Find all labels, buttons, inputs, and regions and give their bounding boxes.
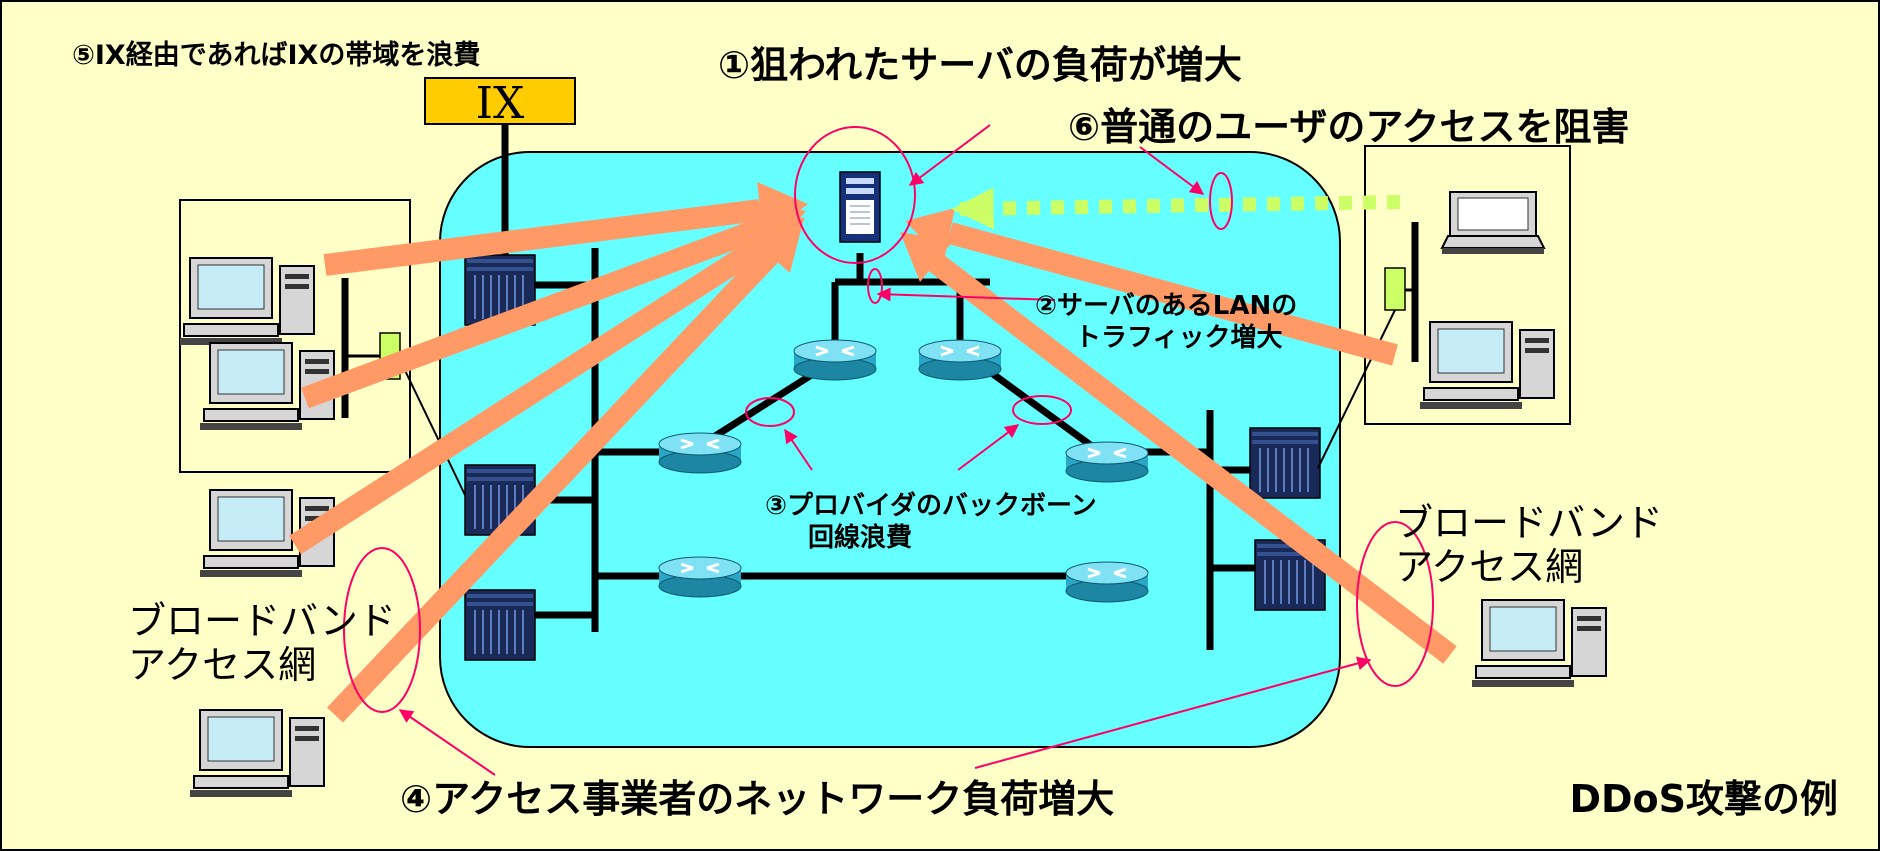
annotation-user-access-blocked: ⑥普通のユーザのアクセスを阻害 [1068,105,1630,149]
broadband-right-line1: ブロードバンド [1395,501,1663,545]
ix-box [424,77,576,125]
broadband-left-line1: ブロードバンド [128,599,396,643]
annotation-lan-traffic-line2: トラフィック増大 [1075,323,1282,353]
router-icon [1064,440,1150,484]
annotation-server-load: ①狙われたサーバの負荷が増大 [718,43,1242,87]
desktop-pc-icon [189,709,325,798]
ix-label: IX [476,78,525,129]
broadband-left-line2: アクセス網 [128,643,316,687]
right-lan-box [1364,145,1571,425]
callout-pointers [398,124,1372,776]
router-icon [792,338,878,382]
desktop-pc-icon [1471,599,1607,688]
switch-icon [464,589,536,661]
annotation-ix-bandwidth: ⑤IX経由であればIXの帯域を浪費 [72,39,480,71]
left-lan-box [179,199,411,473]
router-icon [657,431,743,475]
broadband-right-line2: アクセス網 [1395,545,1583,589]
attack-arrowheads [752,182,955,282]
router-icon [1064,560,1150,604]
attack-traffic-arrows [289,199,1457,723]
router-icon [917,338,1003,382]
annotation-access-network-load: ④アクセス事業者のネットワーク負荷増大 [400,777,1114,821]
switch-icon [1249,427,1321,499]
diagram-title: DDoS攻撃の例 [1569,777,1838,821]
desktop-pc-icon [1419,321,1555,410]
server-icon [839,171,881,243]
laptop-icon [1441,191,1545,255]
router-icon [657,555,743,599]
hub-icon [1384,267,1406,311]
annotation-lan-traffic-line1: ②サーバのあるLANの [1035,291,1297,321]
highlight-ellipses [343,126,1434,713]
annotation-backbone-line2: 回線浪費 [808,522,912,553]
desktop-pc-icon [179,257,315,346]
legitimate-access-arrow [951,187,1401,230]
annotation-backbone-line1: ③プロバイダのバックボーン [765,490,1097,521]
